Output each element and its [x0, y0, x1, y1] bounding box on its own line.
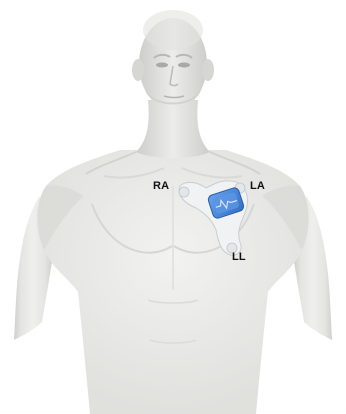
lead-label-ra: RA: [153, 180, 169, 192]
lead-label-ll: LL: [232, 251, 246, 263]
lead-label-la: LA: [250, 180, 265, 192]
